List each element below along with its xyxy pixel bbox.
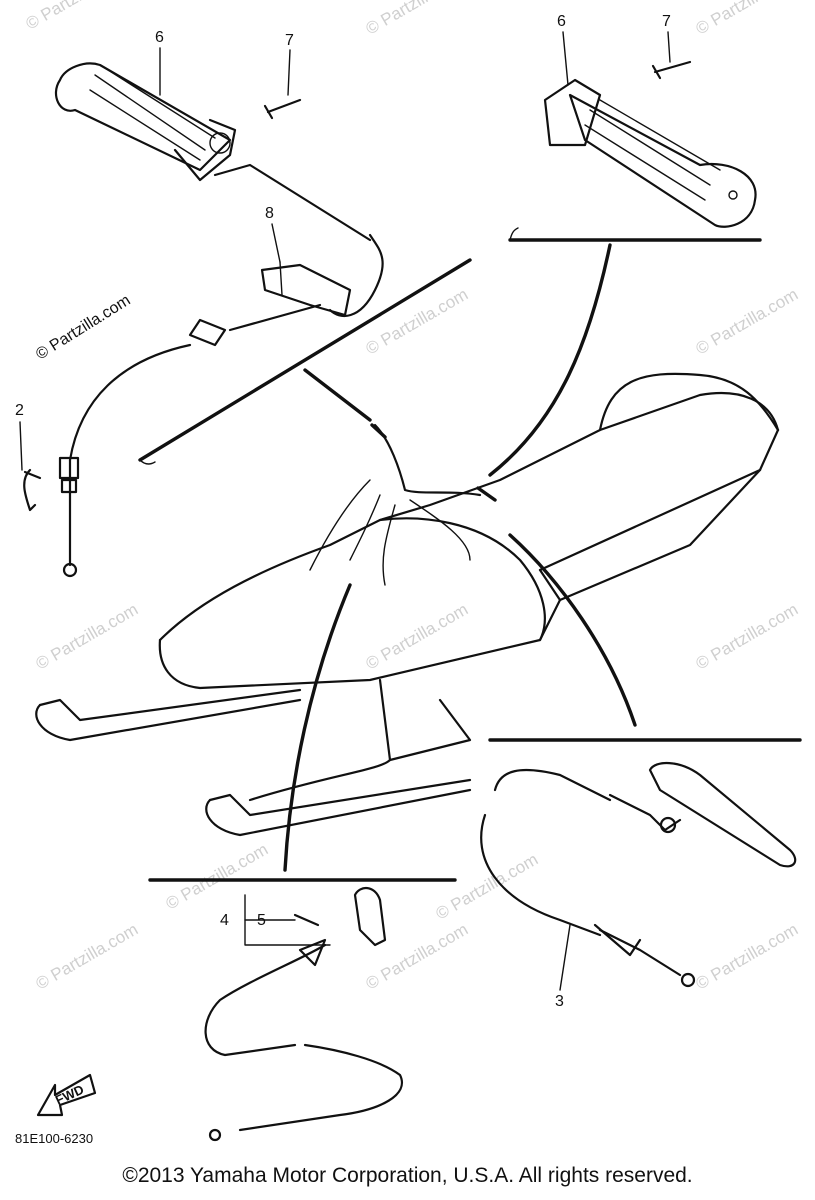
callout-3: 3 bbox=[555, 993, 564, 1010]
brake-lever bbox=[648, 762, 797, 868]
callout-2: 2 bbox=[15, 402, 24, 419]
watermark: © Partzilla.com bbox=[33, 920, 142, 994]
cable-clamp bbox=[260, 261, 352, 317]
callout-labels: 6 7 6 7 8 2 4 5 3 bbox=[15, 13, 671, 1010]
throttle-cable bbox=[58, 163, 384, 578]
snowmobile-outline bbox=[35, 372, 780, 837]
watermark: © Partzilla.com bbox=[163, 840, 272, 914]
fwd-label: FWD bbox=[53, 1082, 86, 1108]
forward-arrow-icon: FWD bbox=[36, 1073, 97, 1117]
callout-7-left: 7 bbox=[285, 32, 294, 49]
watermark: © Partzilla.com bbox=[23, 0, 132, 33]
watermark-dark: © Partzilla.com bbox=[33, 292, 133, 364]
watermark: © Partzilla.com bbox=[363, 600, 472, 674]
copyright-notice: ©2013 Yamaha Motor Corporation, U.S.A. A… bbox=[122, 1164, 693, 1187]
callout-7-right: 7 bbox=[662, 13, 671, 30]
watermark: © Partzilla.com bbox=[693, 920, 802, 994]
watermark: © Partzilla.com bbox=[33, 600, 142, 674]
callout-8: 8 bbox=[265, 205, 274, 222]
cable-clip bbox=[23, 468, 42, 512]
callout-4: 4 bbox=[220, 912, 229, 929]
right-grip bbox=[543, 78, 757, 228]
watermark: © Partzilla.com bbox=[363, 0, 472, 38]
screw bbox=[651, 60, 692, 80]
watermark: © Partzilla.com bbox=[693, 285, 802, 359]
callout-6-right: 6 bbox=[557, 13, 566, 30]
group-indicator-lines bbox=[138, 227, 802, 882]
diagram-code: 81E100-6230 bbox=[15, 1131, 93, 1146]
exploded-parts-diagram: © Partzilla.com © Partzilla.com © Partzi… bbox=[15, 0, 802, 1146]
watermark: © Partzilla.com bbox=[693, 600, 802, 674]
brake-cable bbox=[480, 768, 696, 988]
callout-5: 5 bbox=[257, 912, 266, 929]
callout-6-left: 6 bbox=[155, 29, 164, 46]
left-grip bbox=[54, 62, 237, 182]
screw bbox=[263, 98, 302, 120]
choke-cable bbox=[204, 887, 403, 1142]
leader-lines bbox=[19, 31, 671, 991]
watermark: © Partzilla.com bbox=[363, 920, 472, 994]
watermark: © Partzilla.com bbox=[433, 850, 542, 924]
watermark: © Partzilla.com bbox=[693, 0, 802, 38]
watermark: © Partzilla.com bbox=[363, 285, 472, 359]
